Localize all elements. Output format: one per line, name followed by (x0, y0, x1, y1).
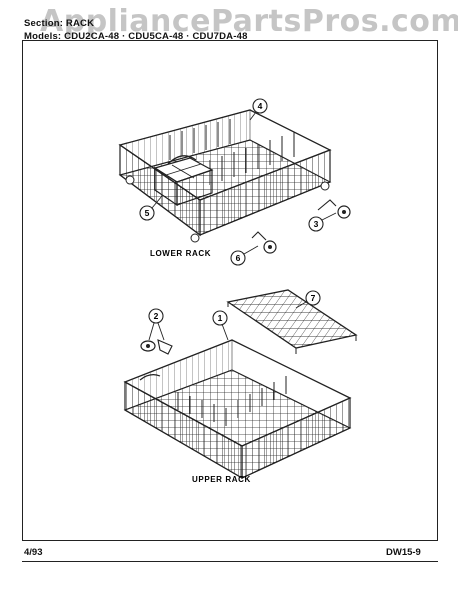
callout-number-4: 4 (258, 101, 263, 111)
lower-rack (118, 109, 332, 243)
callout-number-7: 7 (311, 293, 316, 303)
callout-7: 7 (295, 290, 321, 309)
diagram-frame (22, 40, 438, 541)
lower-rack-caption: LOWER RACK (150, 249, 211, 258)
callout-1: 1 (212, 310, 229, 341)
rack-adjuster-2 (140, 339, 173, 355)
wheel-assembly-6 (251, 231, 277, 254)
callout-2: 2 (148, 308, 165, 341)
cup-shelf (226, 289, 358, 354)
callout-5: 5 (139, 195, 163, 221)
callout-number-1: 1 (218, 313, 223, 323)
footer-page-code: DW15-9 (386, 547, 421, 558)
section-title: Section: RACK (24, 18, 95, 29)
upper-rack-caption: UPPER RACK (192, 475, 251, 484)
callout-4: 4 (249, 98, 268, 121)
wheel-assembly-3 (317, 199, 351, 219)
silverware-basket (153, 155, 214, 207)
callout-number-3: 3 (314, 219, 319, 229)
footer-rule (22, 561, 438, 562)
callout-number-5: 5 (145, 208, 150, 218)
callout-number-6: 6 (236, 253, 241, 263)
watermark: AppliancePartsPros.com (40, 4, 458, 39)
models-line: Models: CDU2CA-48 · CDU5CA-48 · CDU7DA-4… (24, 31, 248, 42)
footer-date: 4/93 (24, 547, 43, 558)
callout-number-2: 2 (154, 311, 159, 321)
callout-3: 3 (308, 212, 337, 232)
callout-6: 6 (230, 245, 259, 266)
upper-rack (123, 339, 352, 480)
